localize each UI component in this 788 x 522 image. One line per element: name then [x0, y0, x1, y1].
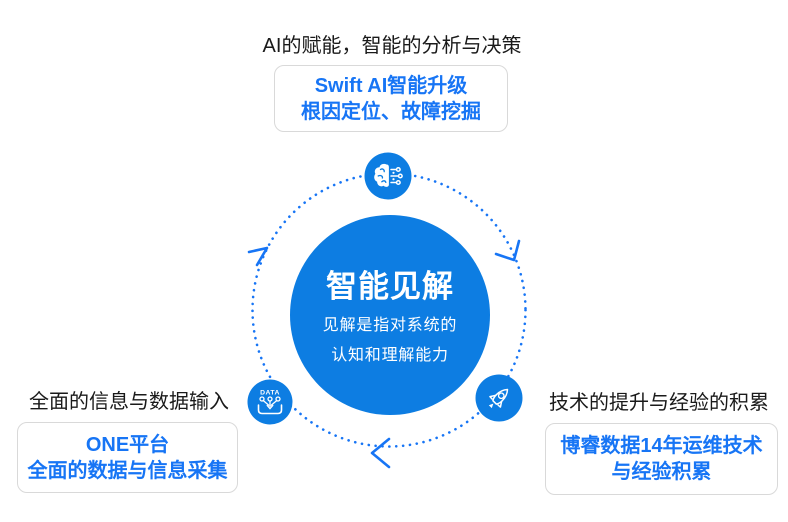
center-subtitle-line1: 见解是指对系统的	[322, 317, 458, 334]
center-title: 智能见解	[326, 269, 454, 304]
card-left: ONE平台 全面的数据与信息采集	[17, 422, 238, 493]
caption-top: AI的赋能，智能的分析与决策	[262, 35, 522, 57]
card-top-line2: 根因定位、故障挖掘	[301, 100, 481, 123]
cycle-arrow-bottom	[370, 437, 391, 469]
card-left-line2: 全面的数据与信息采集	[27, 459, 228, 482]
data-icon-label: DATA	[260, 390, 280, 397]
center-circle	[290, 215, 490, 415]
card-right-line1: 博睿数据14年运维技术	[560, 435, 763, 457]
rocket-icon	[475, 374, 523, 422]
caption-left: 全面的信息与数据输入	[29, 391, 229, 413]
card-top-line1: Swift AI智能升级	[314, 74, 468, 97]
card-right-line2: 与经验积累	[611, 461, 712, 483]
card-left-line1: ONE平台	[85, 433, 170, 456]
data-collection-icon: DATA	[247, 379, 293, 425]
caption-right: 技术的提升与经验的积累	[549, 392, 769, 414]
card-top: Swift AI智能升级 根因定位、故障挖掘	[274, 65, 508, 132]
center-subtitle-line2: 认知和理解能力	[331, 347, 449, 364]
cycle-arrow-right	[494, 239, 521, 262]
cycle-arrow-left	[247, 246, 269, 267]
card-right: 博睿数据14年运维技术 与经验积累	[545, 423, 778, 495]
ai-brain-icon	[364, 152, 412, 200]
